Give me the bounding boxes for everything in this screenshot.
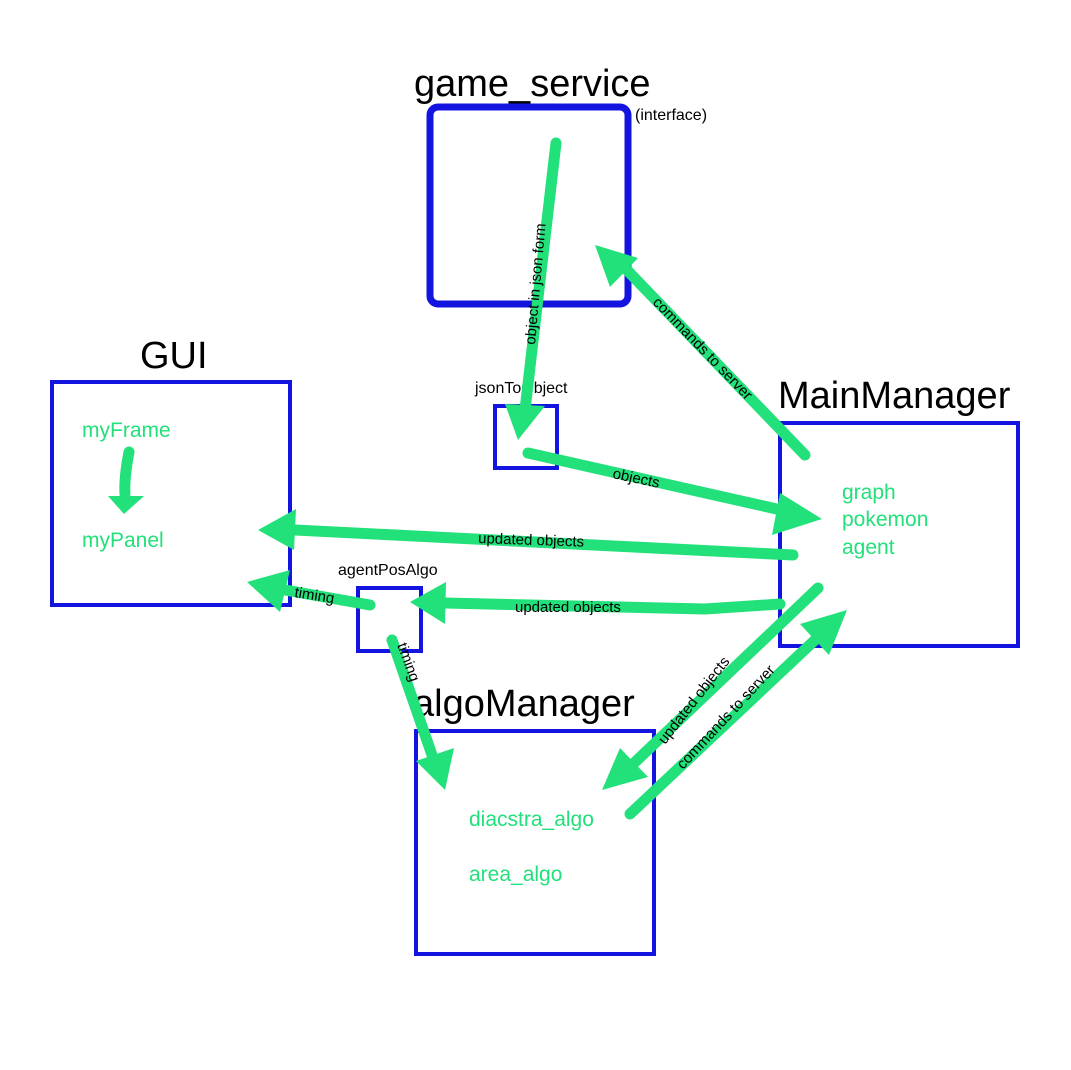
gui-box [50, 380, 292, 607]
arrow-main-to-algo [602, 582, 824, 790]
game-service-title: game_service [414, 63, 651, 105]
arrow-service-to-json [505, 137, 562, 440]
edge-label-updated-objects-agentpos: updated objects [515, 599, 621, 616]
arrow-main-to-service [595, 245, 811, 461]
agent-pos-algo-title: agentPosAlgo [338, 562, 438, 579]
algo-member-area: area_algo [469, 863, 562, 886]
arrow-agentpos-to-gui [247, 570, 376, 612]
arrow-main-to-agentpos [410, 582, 786, 624]
algo-manager-title: algoManager [413, 683, 635, 725]
main-manager-title: MainManager [778, 375, 1011, 417]
edge-label-object-in-json-form: object in json form [522, 223, 550, 346]
arrow-algo-to-main [624, 610, 847, 820]
edge-label-objects: objects [611, 465, 661, 492]
json-to-object-title: jsonToObject [474, 380, 568, 397]
main-member-agent: agent [842, 536, 895, 559]
arrow-agentpos-to-algo [386, 634, 454, 790]
game-service-box [426, 103, 632, 308]
algo-manager-box [414, 729, 656, 956]
main-member-graph: graph [842, 481, 896, 504]
gui-title: GUI [140, 335, 208, 377]
gui-member-mypanel: myPanel [82, 529, 164, 552]
algo-member-diacstra: diacstra_algo [469, 808, 594, 831]
main-member-pokemon: pokemon [842, 508, 928, 531]
arrow-myframe-to-mypanel [108, 446, 144, 514]
main-manager-box [778, 421, 1020, 648]
gui-member-myframe: myFrame [82, 419, 171, 442]
edge-label-commands-to-server-top: commands to server [649, 294, 756, 404]
agent-pos-algo-box [356, 586, 423, 653]
interface-note: (interface) [635, 107, 707, 124]
arrow-main-to-gui [258, 509, 799, 561]
arrow-json-to-main [522, 447, 822, 535]
edge-label-timing-gui: timing [293, 584, 335, 607]
edge-label-updated-objects-gui: updated objects [478, 530, 584, 551]
